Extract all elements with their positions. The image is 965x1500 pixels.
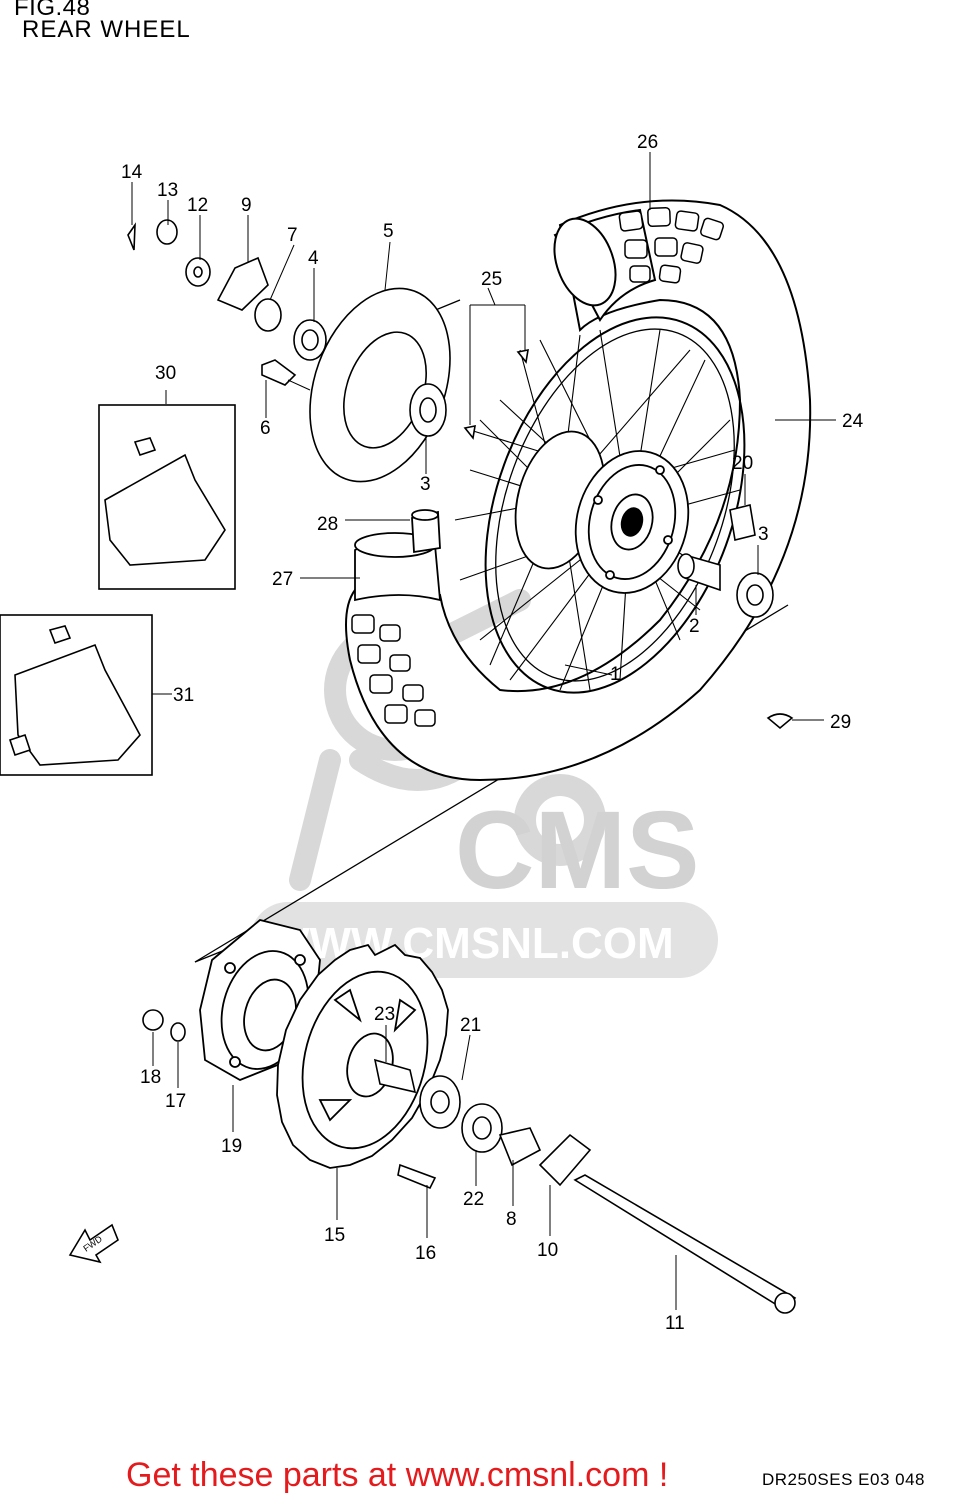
figure-title: FIG.48 [14,0,91,21]
callout-13: 13 [157,180,178,201]
callout-4: 4 [308,248,319,269]
callout-30: 30 [155,363,176,384]
callout-31: 31 [173,685,194,706]
watermark-url: WWW.CMSNL.COM [268,919,674,968]
callout-12: 12 [187,195,208,216]
callout-25: 25 [481,269,502,290]
part-6-bolt [261,359,297,386]
tread-top [618,207,725,284]
callout-8: 8 [506,1209,517,1230]
callout-18: 18 [140,1067,161,1088]
callout-21: 21 [460,1015,481,1036]
rear-tire [345,199,812,782]
watermark-logo: CMS [455,789,699,912]
part-10-adjuster [538,1133,592,1187]
part-30-guard [104,453,226,566]
part-8-collar [498,1127,542,1167]
callout-27: 27 [272,569,293,590]
callout-11: 11 [665,1313,685,1334]
part-20-damper [729,504,756,541]
callout-20: 20 [732,453,753,474]
callout-1: 1 [610,664,621,685]
callout-14: 14 [121,162,143,183]
callout-3b: 3 [758,524,769,545]
callout-5: 5 [383,221,394,242]
callout-26: 26 [637,132,658,153]
rear-hub [514,430,690,594]
tube-and-rim-band [354,509,442,602]
tread-bottom [351,614,436,727]
fwd-arrow: FWD [68,1223,119,1264]
part-11-axle [573,1174,797,1312]
callout-19: 19 [221,1136,242,1157]
callout-24: 24 [842,411,864,432]
part-14-cotter-pin [127,222,136,251]
figure-subtitle: REAR WHEEL [22,16,191,43]
part-9-adjuster [216,256,269,311]
part-16-bolt [397,1163,437,1190]
callout-16: 16 [415,1243,436,1264]
chain-guards [0,404,236,776]
callout-29: 29 [830,712,851,733]
callout-9: 9 [241,195,252,216]
callout-17: 17 [165,1091,186,1112]
callout-15: 15 [324,1225,345,1246]
part-29-cap [766,713,794,730]
part-17-washer [170,1022,186,1042]
callout-numbers: 14 13 12 9 7 4 5 6 3 26 25 24 20 3 2 1 3… [121,132,864,1334]
callout-28: 28 [317,514,338,535]
part-7-collar [254,298,282,332]
part-25-nipple-b [463,424,476,440]
part-18-nut [142,1009,164,1031]
callout-7: 7 [287,225,298,246]
part-13-nut [156,219,178,245]
callout-3a: 3 [420,474,431,495]
callout-10: 10 [537,1240,558,1261]
callout-2: 2 [689,616,700,637]
leader-lines [131,152,836,1310]
callout-23: 23 [374,1004,395,1025]
part-23-sleeve [373,1058,417,1094]
callout-6: 6 [260,418,271,439]
model-code: DR250SES E03 048 [762,1470,925,1489]
promo-link[interactable]: Get these parts at www.cmsnl.com ! [126,1456,669,1494]
part-25-nipple-a [516,348,529,364]
small-parts [127,219,797,1314]
callout-22: 22 [463,1189,484,1210]
